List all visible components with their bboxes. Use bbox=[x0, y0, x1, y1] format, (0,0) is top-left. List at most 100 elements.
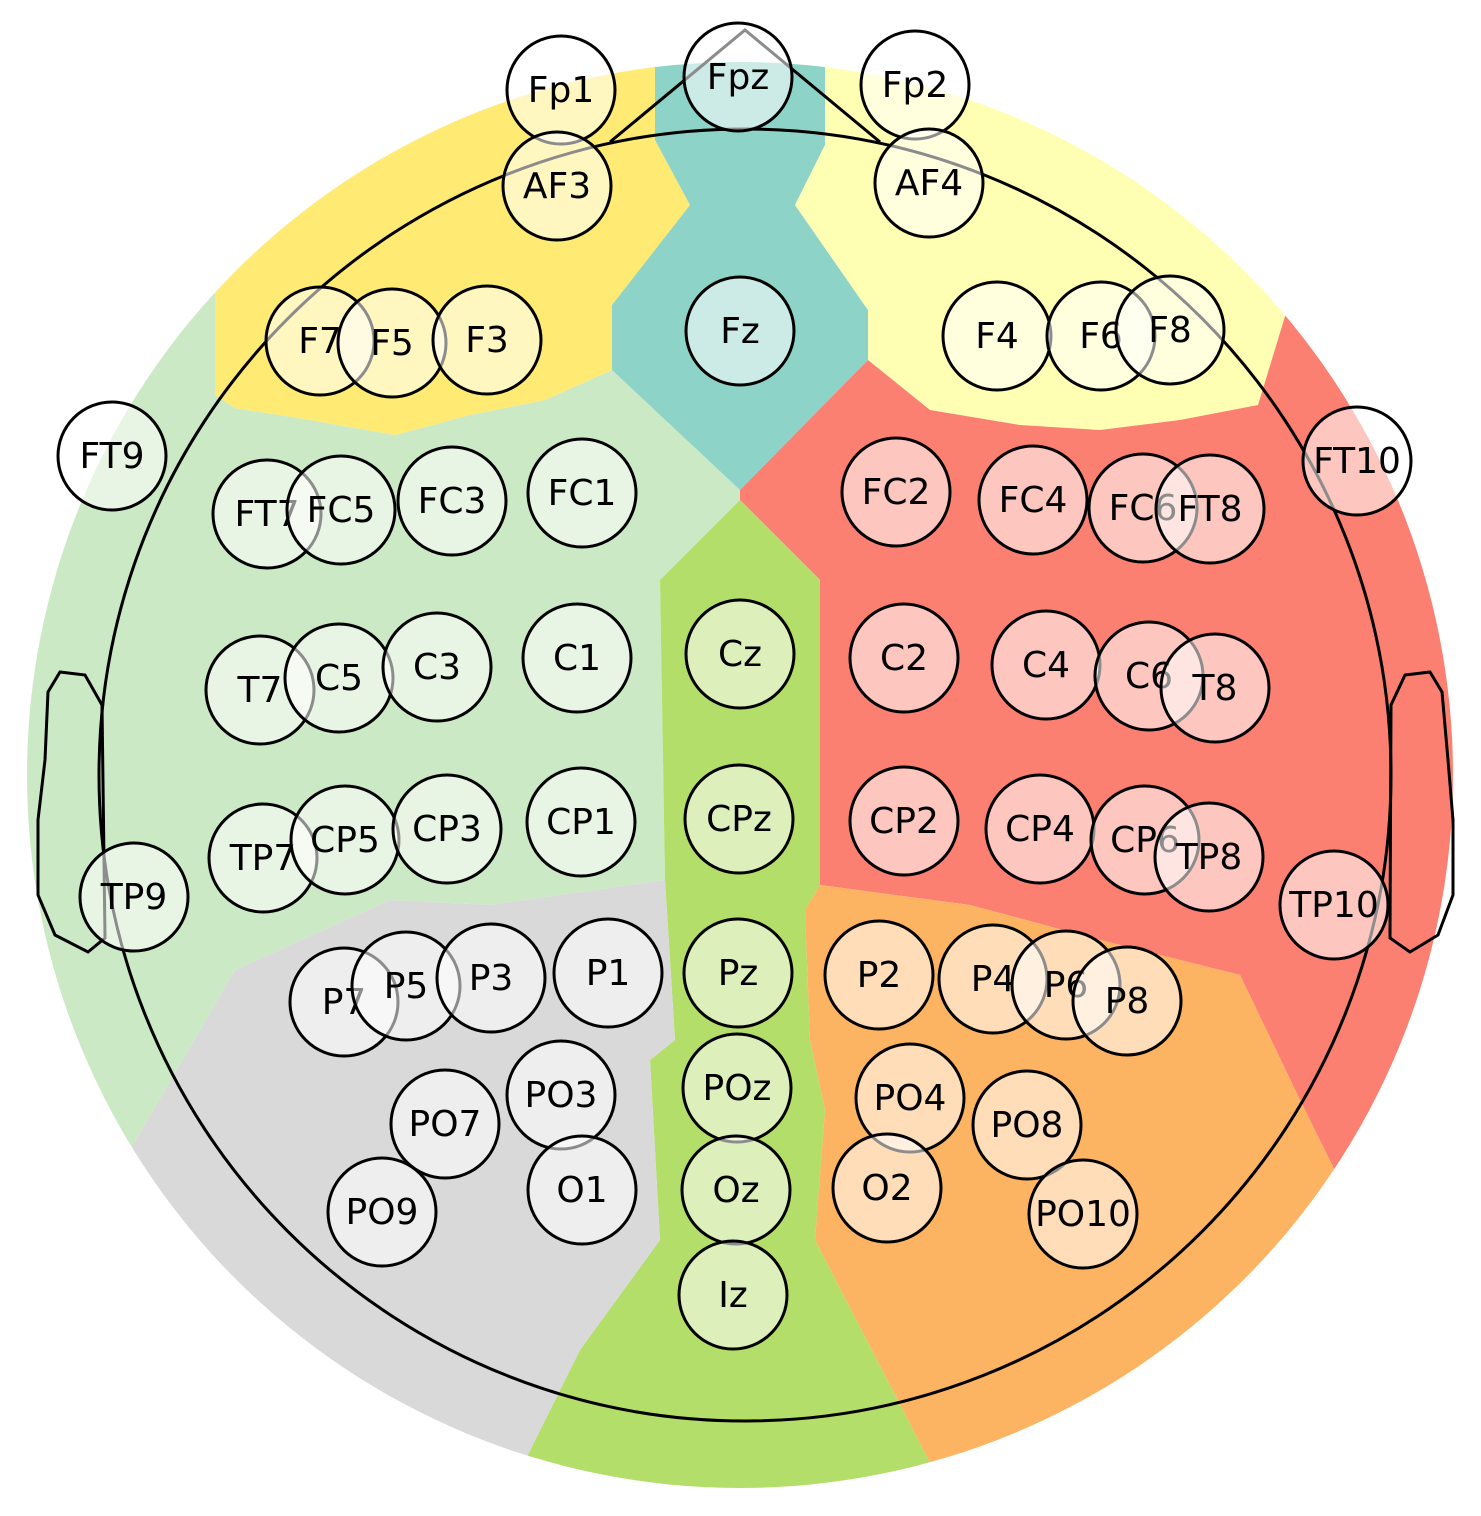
electrode-label-iz: Iz bbox=[718, 1275, 748, 1316]
electrode-marker-p3 bbox=[435, 922, 547, 1034]
electrode-label-fp2: Fp2 bbox=[882, 65, 948, 106]
electrode-label-cp4: CP4 bbox=[1005, 809, 1075, 850]
electrode-o1: O1 bbox=[526, 1134, 638, 1246]
electrode-label-tp10: TP10 bbox=[1288, 885, 1379, 926]
electrode-fp1: Fp1 bbox=[505, 34, 617, 146]
electrode-marker-fc4 bbox=[977, 444, 1089, 556]
electrode-label-fc2: FC2 bbox=[862, 472, 931, 513]
electrode-label-po8: PO8 bbox=[991, 1105, 1064, 1146]
electrode-fpz: Fpz bbox=[682, 21, 794, 133]
electrode-cp3: CP3 bbox=[391, 773, 503, 885]
electrode-label-p3: P3 bbox=[469, 958, 514, 999]
electrode-label-fc5: FC5 bbox=[307, 490, 376, 531]
electrode-po9: PO9 bbox=[326, 1156, 438, 1268]
electrode-oz: Oz bbox=[680, 1134, 792, 1246]
electrode-marker-af4 bbox=[873, 127, 985, 239]
region-midline-frontal bbox=[612, 62, 868, 490]
electrode-label-cpz: CPz bbox=[706, 799, 772, 840]
electrode-marker-f3 bbox=[431, 284, 543, 396]
electrode-marker-ft10 bbox=[1301, 405, 1413, 517]
electrode-label-cp3: CP3 bbox=[412, 809, 482, 850]
electrode-ft9: FT9 bbox=[56, 400, 168, 512]
electrode-label-c3: C3 bbox=[413, 647, 461, 688]
electrode-cp5: CP5 bbox=[289, 784, 401, 896]
electrode-f4: F4 bbox=[941, 280, 1053, 392]
electrode-label-tp7: TP7 bbox=[229, 838, 297, 879]
electrode-label-t8: T8 bbox=[1192, 668, 1238, 709]
electrode-marker-af3 bbox=[501, 130, 613, 242]
electrode-label-fz: Fz bbox=[720, 311, 760, 352]
electrode-marker-p2 bbox=[823, 919, 935, 1031]
electrode-c5: C5 bbox=[283, 622, 395, 734]
electrode-fc2: FC2 bbox=[840, 436, 952, 548]
electrode-iz: Iz bbox=[677, 1239, 789, 1351]
electrode-tp10: TP10 bbox=[1278, 849, 1390, 961]
electrode-tp8: TP8 bbox=[1153, 801, 1265, 913]
electrode-label-o1: O1 bbox=[556, 1170, 607, 1211]
electrode-marker-ft8 bbox=[1154, 453, 1266, 565]
electrode-label-ft9: FT9 bbox=[80, 436, 145, 477]
electrode-po10: PO10 bbox=[1027, 1158, 1139, 1270]
electrode-fp2: Fp2 bbox=[859, 29, 971, 141]
electrode-label-poz: POz bbox=[703, 1068, 772, 1109]
electrode-p8: P8 bbox=[1071, 945, 1183, 1057]
electrode-marker-cp2 bbox=[848, 765, 960, 877]
electrode-label-f3: F3 bbox=[465, 320, 509, 361]
electrode-marker-c1 bbox=[521, 602, 633, 714]
electrode-label-tp8: TP8 bbox=[1175, 837, 1243, 878]
electrode-label-oz: Oz bbox=[712, 1170, 759, 1211]
electrode-marker-iz bbox=[677, 1239, 789, 1351]
electrode-label-po3: PO3 bbox=[525, 1075, 598, 1116]
electrode-label-fc4: FC4 bbox=[999, 480, 1068, 521]
electrode-label-pz: Pz bbox=[718, 953, 759, 994]
electrode-marker-fc5 bbox=[285, 454, 397, 566]
electrode-label-fc1: FC1 bbox=[548, 473, 617, 514]
electrode-tp9: TP9 bbox=[78, 841, 190, 953]
electrode-po8: PO8 bbox=[971, 1069, 1083, 1181]
electrode-marker-fpz bbox=[682, 21, 794, 133]
electrode-label-c5: C5 bbox=[315, 658, 363, 699]
electrode-label-p1: P1 bbox=[586, 953, 631, 994]
electrode-marker-c3 bbox=[381, 611, 493, 723]
electrode-label-cp1: CP1 bbox=[546, 802, 616, 843]
electrode-label-f4: F4 bbox=[975, 316, 1019, 357]
electrode-po7: PO7 bbox=[389, 1068, 501, 1180]
electrode-marker-tp9 bbox=[78, 841, 190, 953]
electrode-fz: Fz bbox=[684, 275, 796, 387]
electrode-label-f7: F7 bbox=[298, 321, 342, 362]
electrode-marker-o2 bbox=[831, 1132, 943, 1244]
electrode-c2: C2 bbox=[848, 602, 960, 714]
electrode-marker-cz bbox=[684, 598, 796, 710]
electrode-label-f8: F8 bbox=[1148, 310, 1192, 351]
electrode-label-af4: AF4 bbox=[895, 163, 963, 204]
electrode-marker-cpz bbox=[683, 763, 795, 875]
electrode-label-ft8: FT8 bbox=[1178, 489, 1243, 530]
electrode-label-cz: Cz bbox=[718, 634, 762, 675]
electrode-label-c2: C2 bbox=[880, 638, 928, 679]
electrode-marker-fc2 bbox=[840, 436, 952, 548]
electrode-marker-ft9 bbox=[56, 400, 168, 512]
electrode-marker-fc1 bbox=[526, 437, 638, 549]
electrode-label-cp2: CP2 bbox=[869, 801, 939, 842]
electrode-c1: C1 bbox=[521, 602, 633, 714]
left-ear-outline bbox=[36, 670, 107, 954]
electrode-fc5: FC5 bbox=[285, 454, 397, 566]
electrode-p5: P5 bbox=[350, 930, 462, 1042]
electrode-label-fp1: Fp1 bbox=[528, 70, 594, 111]
electrode-ft8: FT8 bbox=[1154, 453, 1266, 565]
electrode-po3: PO3 bbox=[505, 1039, 617, 1151]
electrode-label-o2: O2 bbox=[861, 1168, 912, 1209]
electrode-fc1: FC1 bbox=[526, 437, 638, 549]
electrode-f8: F8 bbox=[1114, 274, 1226, 386]
electrode-p2: P2 bbox=[823, 919, 935, 1031]
electrode-label-p2: P2 bbox=[857, 955, 902, 996]
electrode-fc3: FC3 bbox=[396, 445, 508, 557]
electrode-label-fc3: FC3 bbox=[418, 481, 487, 522]
electrode-label-p4: P4 bbox=[971, 959, 1016, 1000]
electrode-p1: P1 bbox=[552, 917, 664, 1029]
electrode-label-p8: P8 bbox=[1105, 981, 1150, 1022]
electrode-marker-po10 bbox=[1027, 1158, 1139, 1270]
electrode-label-c4: C4 bbox=[1022, 645, 1070, 686]
electrode-marker-c2 bbox=[848, 602, 960, 714]
